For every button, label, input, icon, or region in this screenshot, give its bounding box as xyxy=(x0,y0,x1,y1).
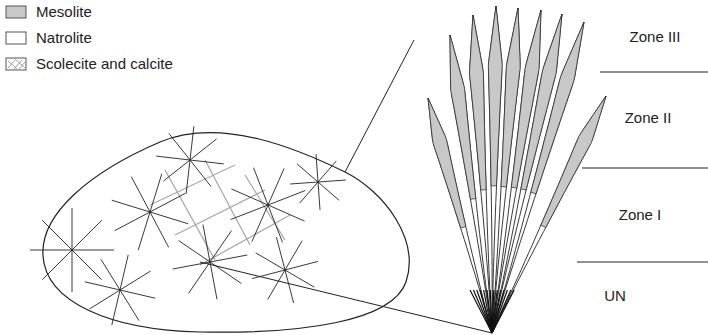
legend-swatch xyxy=(5,5,27,19)
amygdale-outline xyxy=(43,133,409,333)
legend-swatch xyxy=(5,57,27,71)
zoom-line xyxy=(200,262,492,333)
legend-swatch xyxy=(5,31,27,45)
legend-text: Natrolite xyxy=(36,30,92,47)
zone-label: Zone III xyxy=(630,29,681,46)
radiating-crystals xyxy=(30,126,346,325)
legend-text: Mesolite xyxy=(36,4,92,21)
zone-label: UN xyxy=(604,288,626,305)
zone-dividers xyxy=(577,72,708,262)
zone-label: Zone I xyxy=(619,207,662,224)
crystal-fan xyxy=(428,6,606,333)
zone-label: Zone II xyxy=(625,110,672,127)
legend-text: Scolecite and calcite xyxy=(36,56,173,73)
scolecite-calcite-hatch xyxy=(150,160,290,265)
zoom-line xyxy=(345,40,414,172)
